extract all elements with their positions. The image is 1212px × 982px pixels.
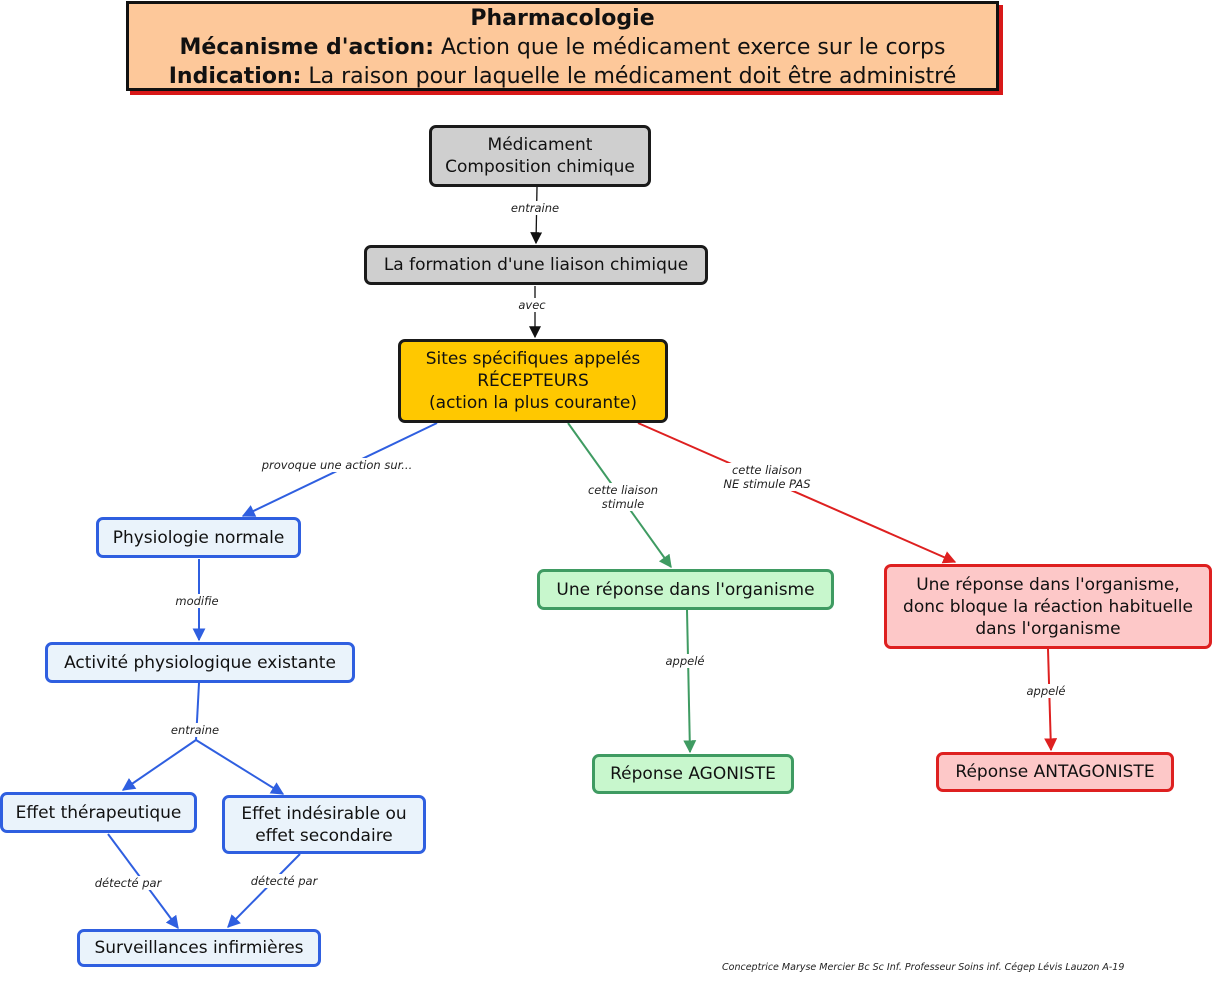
label-avec: avec <box>516 298 548 312</box>
node-effet-therapeutique[interactable]: Effet thérapeutique <box>0 792 197 833</box>
label-detecte-1: détecté par <box>92 876 164 890</box>
link-detecte-2 <box>227 853 301 928</box>
node-reponse-antagoniste[interactable]: Réponse ANTAGONISTE <box>936 752 1174 792</box>
node-reponse-stimule[interactable]: Une réponse dans l'organisme <box>537 569 834 610</box>
header-mecanisme-text: Action que le médicament exerce sur le c… <box>434 35 946 60</box>
node-medicament[interactable]: Médicament Composition chimique <box>429 125 651 187</box>
header-title: Pharmacologie <box>470 6 655 31</box>
header-mecanisme-term: Mécanisme d'action: <box>179 35 435 60</box>
link-ne-stimule-pas <box>637 422 957 564</box>
link-appele-2 <box>1044 648 1058 752</box>
label-ne-stimule-pas: cette liaison NE stimule PAS <box>721 463 813 491</box>
node-effet-indesirable[interactable]: Effet indésirable ou effet secondaire <box>222 795 426 854</box>
header-mecanisme: Mécanisme d'action: Action que le médica… <box>129 33 996 62</box>
label-detecte-2: détecté par <box>248 874 320 888</box>
link-entraine-2-left <box>121 739 197 791</box>
label-modifie: modifie <box>173 594 221 608</box>
label-appele-1: appelé <box>663 654 707 668</box>
link-entraine-2-right <box>195 739 285 795</box>
header-indication-text: La raison pour laquelle le médicament do… <box>301 64 957 89</box>
header-indication: Indication: La raison pour laquelle le m… <box>129 62 996 91</box>
node-formation-liaison[interactable]: La formation d'une liaison chimique <box>364 245 708 285</box>
label-stimule: cette liaison stimule <box>585 483 661 511</box>
label-provoque: provoque une action sur... <box>259 458 415 472</box>
node-reponse-bloque[interactable]: Une réponse dans l'organisme, donc bloqu… <box>884 564 1212 649</box>
label-appele-2: appelé <box>1024 684 1068 698</box>
label-entraine-2: entraine <box>168 723 222 737</box>
node-reponse-agoniste[interactable]: Réponse AGONISTE <box>592 754 794 794</box>
header-box: Pharmacologie Mécanisme d'action: Action… <box>126 1 999 91</box>
node-activite-physiologique[interactable]: Activité physiologique existante <box>45 642 355 683</box>
link-appele-1 <box>683 609 697 754</box>
footer-credit: Conceptrice Maryse Mercier Bc Sc Inf. Pr… <box>722 962 1125 973</box>
link-entraine-1 <box>530 186 543 245</box>
node-physiologie-normale[interactable]: Physiologie normale <box>96 517 301 558</box>
header-indication-term: Indication: <box>168 64 302 89</box>
label-entraine-1: entraine <box>508 201 562 215</box>
node-surveillances-infirmieres[interactable]: Surveillances infirmières <box>77 929 321 967</box>
node-sites-recepteurs[interactable]: Sites spécifiques appelés RÉCEPTEURS (ac… <box>398 339 668 423</box>
